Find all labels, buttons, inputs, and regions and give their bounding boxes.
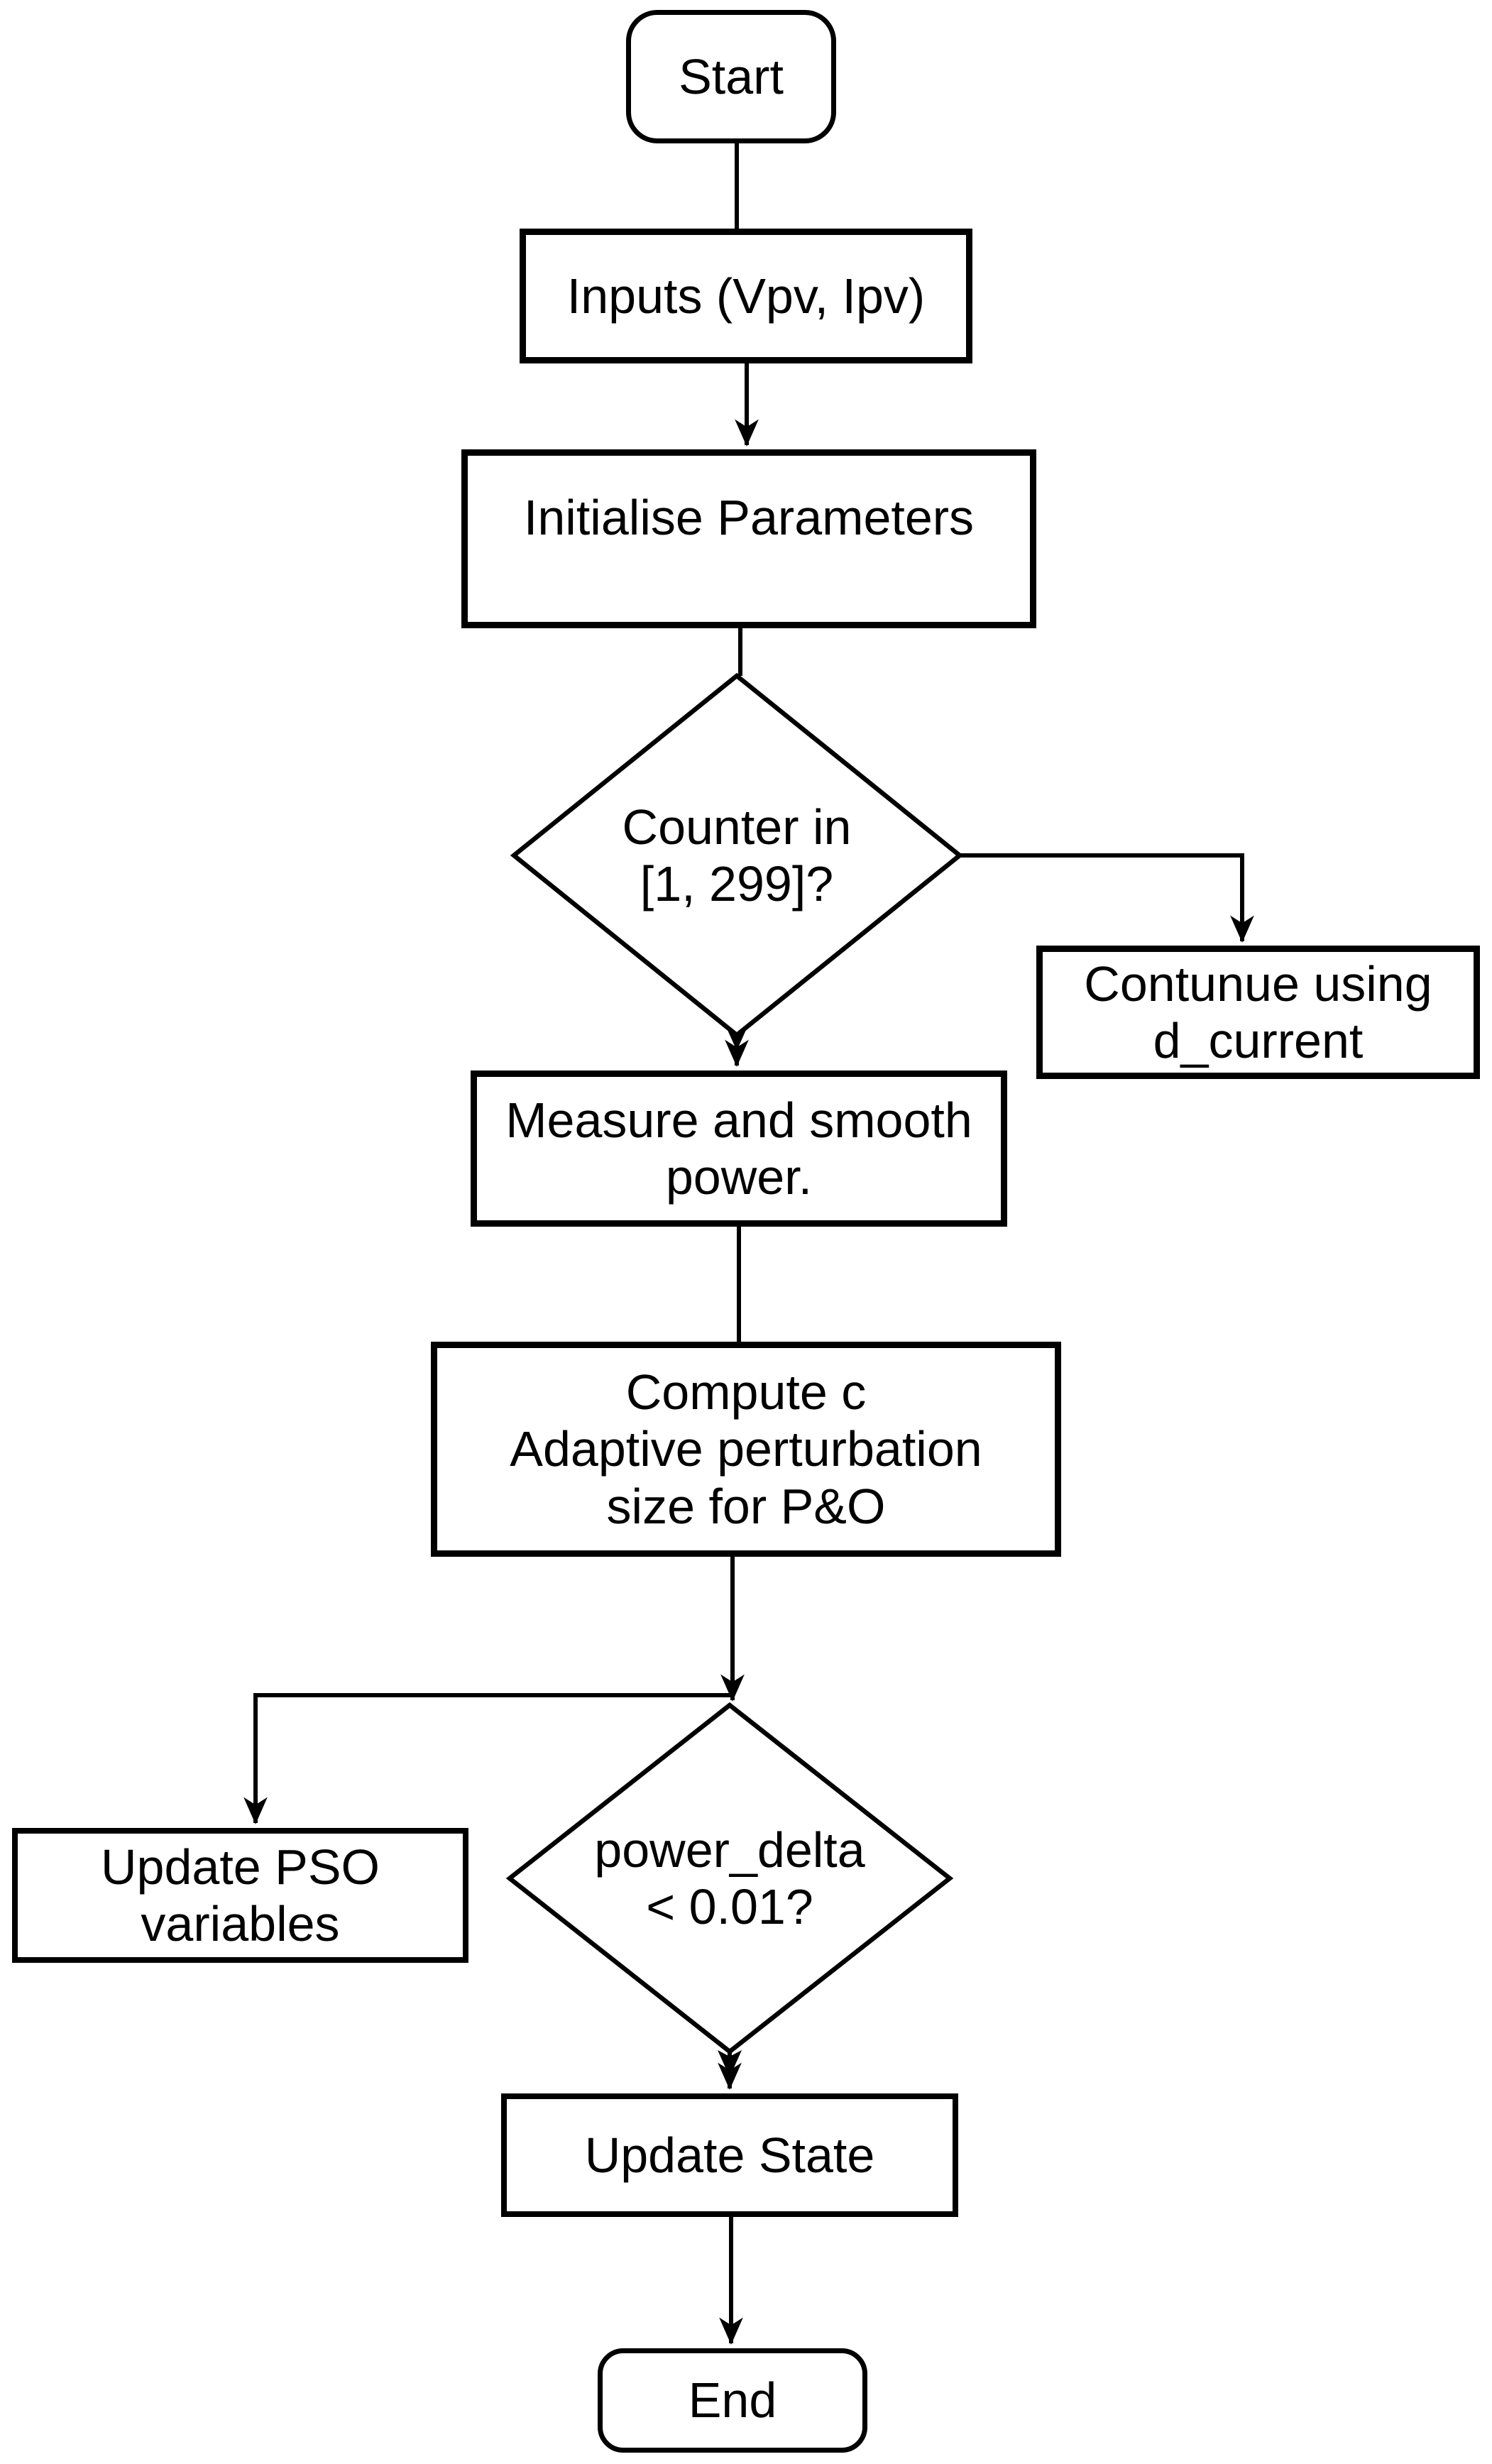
- node-measure-line-1: Measure and smooth: [505, 1092, 972, 1148]
- node-continue-d-current: Contunue using d_current: [1036, 946, 1480, 1079]
- edge-junction-updatepso: [243, 1693, 733, 1824]
- node-compute-line-1: Compute c: [625, 1364, 867, 1420]
- node-power-delta-decision-label: power_delta < 0.01?: [552, 1822, 907, 1935]
- node-continue-line-2: d_current: [1153, 1013, 1364, 1068]
- node-end-label: End: [688, 2372, 777, 2429]
- node-update-pso-variables: Update PSO variables: [12, 1828, 468, 1963]
- node-measure-line-2: power.: [665, 1149, 813, 1205]
- decision-counter-line-2: [1, 299]?: [640, 856, 834, 911]
- node-compute-perturbation: Compute c Adaptive perturbation size for…: [431, 1342, 1061, 1557]
- decision-counter-line-1: Counter in: [622, 799, 852, 855]
- decision-counter-shape: [510, 672, 964, 1039]
- node-end: End: [598, 2348, 867, 2453]
- node-updatepso-line-1: Update PSO: [101, 1839, 380, 1895]
- node-measure-smooth-power: Measure and smooth power.: [471, 1071, 1007, 1227]
- decision-powerdelta-line-1: power_delta: [594, 1822, 865, 1878]
- node-updatestate-label: Update State: [584, 2127, 875, 2183]
- decision-powerdelta-shape: [505, 1702, 954, 2055]
- edge-counter-continue: [960, 853, 1254, 943]
- node-start: Start: [626, 10, 836, 143]
- node-inputs-label: Inputs (Vpv, Ipv): [566, 268, 926, 324]
- edge-powerdelta-updatestate-extra-arrowhead: [718, 2050, 742, 2077]
- node-continue-line-1: Contunue using: [1084, 956, 1432, 1012]
- node-updatepso-line-2: variables: [141, 1896, 340, 1951]
- node-update-state: Update State: [501, 2093, 958, 2217]
- node-initialise-parameters-label: Initialise Parameters: [523, 489, 975, 545]
- node-compute-line-3: size for P&O: [606, 1478, 886, 1534]
- node-start-label: Start: [679, 48, 784, 104]
- node-compute-line-2: Adaptive perturbation: [510, 1421, 982, 1477]
- node-counter-decision-label: Counter in [1, 299]?: [559, 799, 914, 912]
- decision-powerdelta-line-2: < 0.01?: [646, 1879, 813, 1934]
- node-initialise-parameters: Initialise Parameters: [461, 449, 1036, 628]
- node-inputs: Inputs (Vpv, Ipv): [520, 229, 972, 363]
